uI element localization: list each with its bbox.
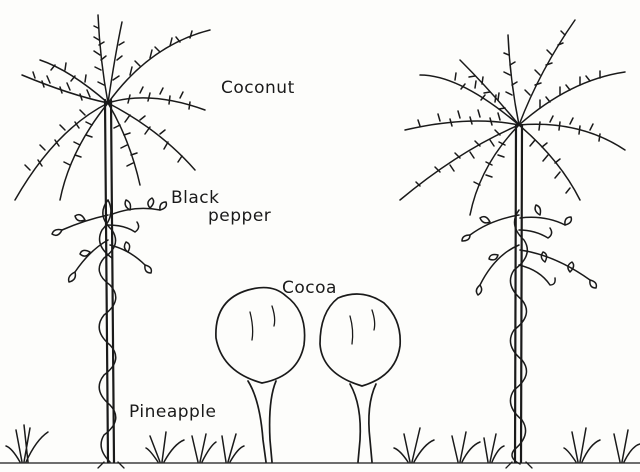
pineapple-plant bbox=[484, 434, 504, 462]
coconut-palm-right bbox=[400, 20, 625, 464]
label-black-pepper-line1: Black bbox=[171, 189, 220, 207]
label-pineapple: Pineapple bbox=[129, 403, 217, 421]
pineapple-plant bbox=[452, 432, 480, 462]
cocoa-tree-1 bbox=[216, 288, 305, 462]
cocoa-canopy-1 bbox=[216, 288, 305, 383]
pepper-vine-left bbox=[52, 198, 166, 462]
pineapple-plant bbox=[564, 428, 600, 462]
cocoa-tree-2 bbox=[320, 294, 400, 462]
cocoa-trunk-1 bbox=[248, 381, 276, 462]
pineapple-plant bbox=[146, 432, 184, 462]
cocoa-canopy-2 bbox=[320, 294, 400, 386]
label-cocoa: Cocoa bbox=[282, 279, 337, 297]
pepper-vine-right bbox=[462, 205, 596, 464]
pineapple-plant bbox=[614, 430, 640, 462]
label-black-pepper-line2: pepper bbox=[208, 207, 271, 225]
coconut-palm-left bbox=[15, 15, 210, 462]
pineapple-plant bbox=[192, 434, 216, 462]
pineapple-plant bbox=[394, 428, 434, 462]
coconut-crown-right bbox=[400, 20, 625, 215]
pineapple-plant bbox=[6, 425, 48, 462]
label-coconut: Coconut bbox=[221, 79, 295, 97]
cocoa-trunk-2 bbox=[350, 384, 376, 462]
pineapple-plant bbox=[222, 434, 244, 462]
